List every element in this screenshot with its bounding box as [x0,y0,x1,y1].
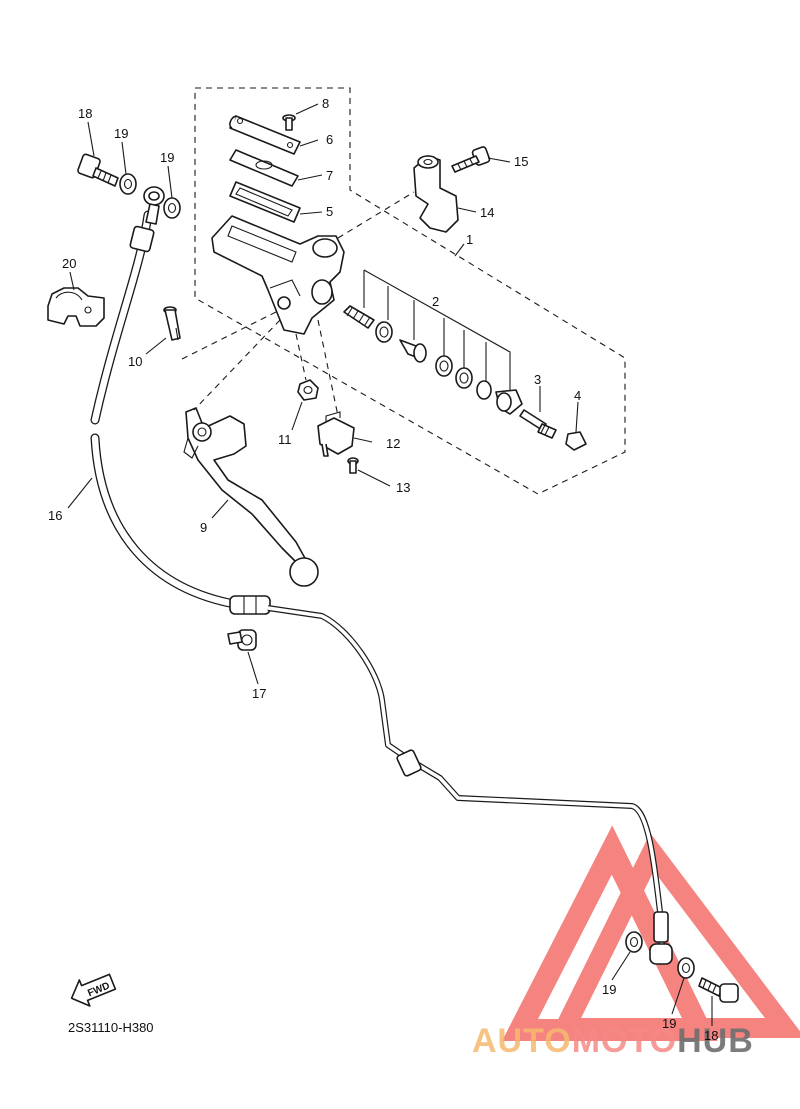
watermark-auto: AUTO [472,1022,572,1060]
callout-10: 10 [128,354,142,369]
master-cylinder-body [211,215,345,335]
watermark-moto: MOTO [572,1022,677,1060]
screw-8 [282,114,296,131]
callout-3: 3 [534,372,541,387]
callout-11: 11 [278,432,292,447]
callout-13: 13 [396,480,410,495]
piston-kit-2 [343,269,523,415]
washer-19-a [119,173,137,195]
screw-13 [347,457,359,474]
assembly-outline [194,87,626,495]
callout-9: 9 [200,520,207,535]
callout-1: 1 [466,232,473,247]
callout-7: 7 [326,168,333,183]
callout-19-c: 19 [602,982,616,997]
watermark-hub: HUB [677,1022,754,1060]
banjo-bolt-18-bottom [698,977,739,1003]
callout-17: 17 [252,686,266,701]
callout-14: 14 [480,205,494,220]
washer-19-d [677,957,695,979]
washer-19-c [625,931,643,953]
callout-5: 5 [326,204,333,219]
callout-16: 16 [48,508,62,523]
push-rod-3 [519,409,557,439]
callout-19-b: 19 [160,150,174,165]
leader-lines [67,103,713,1026]
callout-2: 2 [432,294,439,309]
callout-15: 15 [514,154,528,169]
banjo-bolt-17 [227,629,257,651]
dashed-association-lines [179,191,415,417]
callout-18-bottom: 18 [704,1028,718,1043]
diaphragm-5 [229,181,301,223]
callout-6: 6 [326,132,333,147]
watermark-brand: AUTOMOTOHUB [472,1022,754,1060]
callout-12: 12 [386,436,400,451]
diagram-code: 2S31110-H380 [68,1020,154,1035]
plate-7 [229,149,299,187]
holder-14 [413,155,459,233]
nut-11 [297,379,319,401]
callout-20: 20 [62,256,76,271]
callout-4: 4 [574,388,581,403]
bolt-15 [451,146,491,173]
brake-pipe [267,605,673,965]
callout-8: 8 [322,96,329,111]
callout-18-top: 18 [78,106,92,121]
brake-hose [90,186,271,615]
clamp-20 [47,287,105,327]
lever-9 [183,407,319,587]
reservoir-cap-6 [229,115,301,155]
watermark-triangle [502,825,800,1041]
bolt-10 [163,306,181,341]
switch-12 [317,411,355,457]
callout-19-a: 19 [114,126,128,141]
fwd-arrow-icon: FWD [70,973,117,1007]
callout-19-d: 19 [662,1016,676,1031]
callout-labels: 1 2 3 4 5 6 7 8 9 10 11 12 13 14 15 16 1… [48,96,676,1031]
washer-19-b [163,197,181,219]
svg-text:AUTOMOTOHUB: AUTOMOTOHUB [472,1022,754,1060]
banjo-bolt-18-top [77,153,119,187]
boot-4 [565,431,587,451]
